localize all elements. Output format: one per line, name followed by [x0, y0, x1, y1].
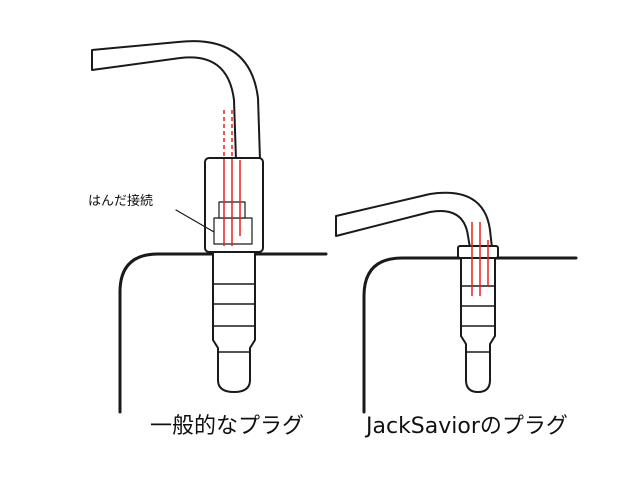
standard-plug-caption: 一般的なプラグ	[150, 414, 305, 439]
standard-plug-shaft	[212, 251, 256, 393]
solder-connection-label: はんだ接続	[88, 194, 154, 209]
jacksavior-cable	[335, 191, 493, 249]
jacksavior-collar	[457, 245, 499, 259]
jacksavior-plug-illustration	[335, 191, 578, 414]
jacksavior-plug-caption: JackSaviorのプラグ	[366, 414, 568, 439]
solder-joint-box	[213, 217, 253, 245]
standard-cable	[91, 40, 261, 161]
standard-internal-wires	[223, 110, 241, 246]
device-body-right	[362, 256, 578, 414]
solder-label-leader	[175, 209, 215, 233]
device-body-left	[118, 252, 328, 414]
jacksavior-internal-wires	[471, 222, 489, 296]
standard-plug-illustration	[91, 40, 328, 414]
jacksavior-plug-shaft	[460, 257, 496, 393]
